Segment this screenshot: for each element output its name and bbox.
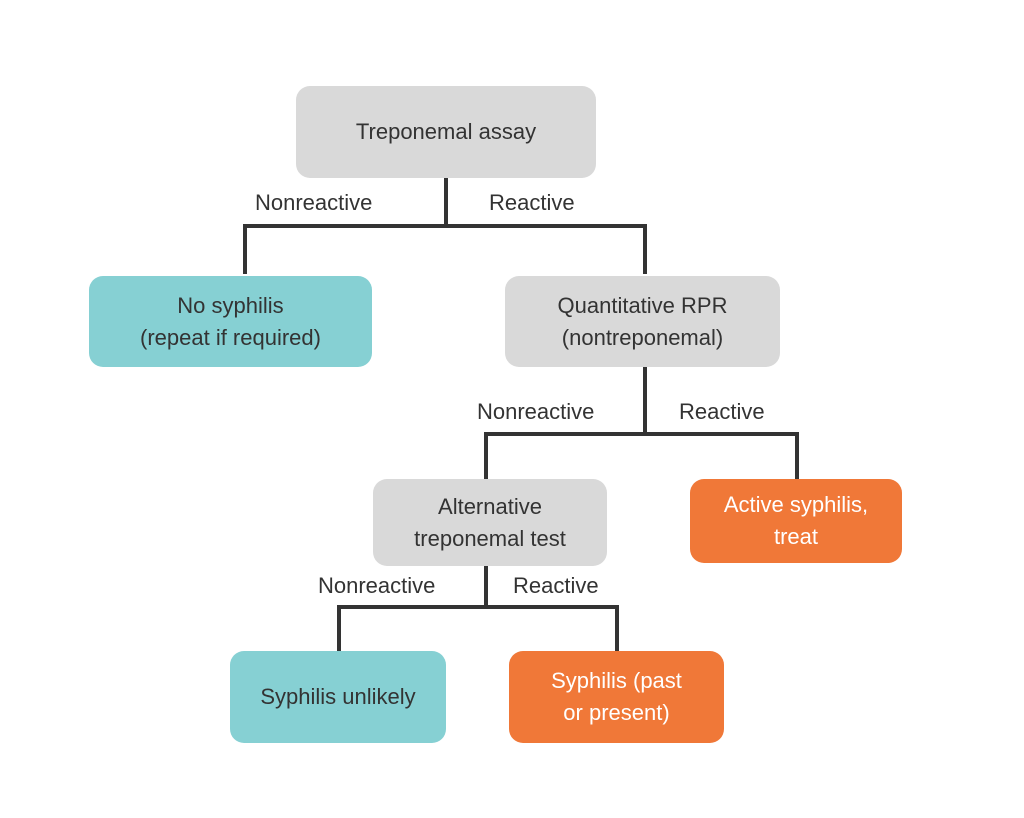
alternative-test-line-2: treponemal test (414, 525, 566, 551)
syphilis-unlikely-label: Syphilis unlikely (260, 684, 416, 709)
connector-assay-branches (243, 224, 647, 274)
treponemal-assay-label: Treponemal assay (355, 119, 537, 144)
syphilis-past-present-line-2: or present) (563, 700, 670, 725)
active-syphilis-node: Active syphilis, treat (690, 479, 902, 563)
alternative-test-node: Alternative treponemal test (373, 479, 607, 566)
edge-label-rpr-nonreactive: Nonreactive (477, 399, 595, 424)
alternative-test-line-1: Alternative (438, 493, 542, 519)
connector-rpr-branches (484, 432, 799, 479)
edge-label-alt-reactive: Reactive (513, 573, 599, 598)
edge-label-assay-nonreactive: Nonreactive (255, 190, 373, 215)
quantitative-rpr-node: Quantitative RPR (nontreponemal) (505, 276, 780, 367)
active-syphilis-line-1: Active syphilis, (723, 492, 869, 517)
syphilis-past-present-line-1: Syphilis (past (551, 668, 682, 693)
edge-label-alt-nonreactive: Nonreactive (318, 573, 436, 598)
syphilis-past-present-node: Syphilis (past or present) (509, 651, 724, 743)
edge-label-assay-reactive: Reactive (489, 190, 575, 215)
no-syphilis-line-2: (repeat if required) (140, 324, 321, 350)
quantitative-rpr-line-1: Quantitative RPR (557, 292, 728, 318)
no-syphilis-line-1: No syphilis (177, 292, 284, 318)
syphilis-unlikely-node: Syphilis unlikely (230, 651, 446, 743)
active-syphilis-line-2: treat (773, 524, 819, 549)
quantitative-rpr-line-2: (nontreponemal) (561, 324, 724, 350)
treponemal-assay-node: Treponemal assay (296, 86, 596, 178)
no-syphilis-node: No syphilis (repeat if required) (89, 276, 372, 367)
edge-label-rpr-reactive: Reactive (679, 399, 765, 424)
connector-alt-branches (337, 605, 619, 651)
